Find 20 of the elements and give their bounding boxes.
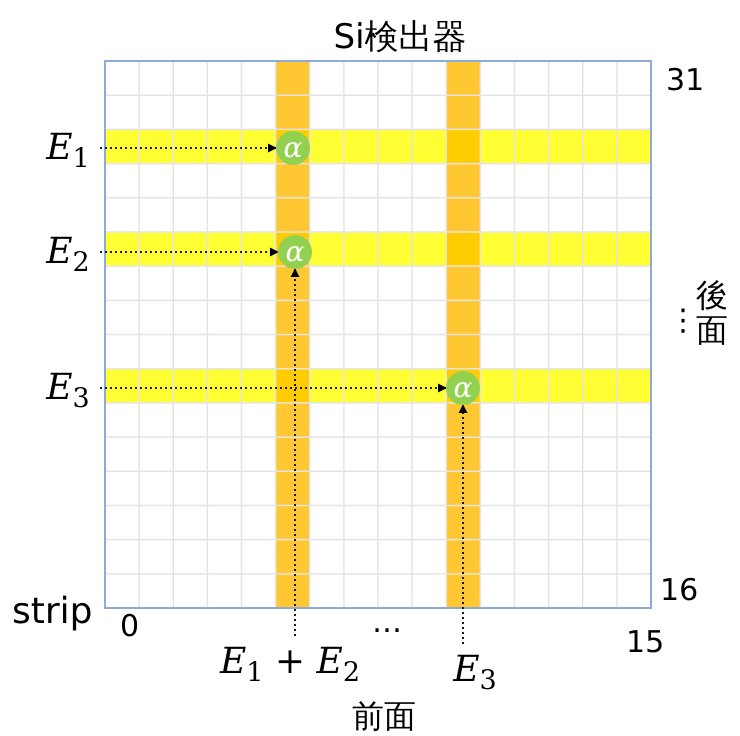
arrow <box>100 144 277 152</box>
ellipsis: ⋮ <box>668 306 698 336</box>
energy-label: E$_{2}$ <box>36 226 100 278</box>
strip-number: 16 <box>660 576 698 606</box>
strip-number: 31 <box>666 66 704 96</box>
arrow <box>290 268 300 636</box>
axis-label: 前面 <box>352 700 416 732</box>
energy-label: E$_{3}$ <box>36 362 100 414</box>
strip-number: 15 <box>626 628 664 658</box>
title: Si検出器 <box>332 20 468 54</box>
ellipsis: … <box>372 608 402 638</box>
energy-label: E$_{3}$ <box>435 644 515 696</box>
axis-label: 後面 <box>696 278 729 348</box>
energy-label: E$_{1}$ + E$_{2}$ <box>200 636 380 688</box>
strip-number: 0 <box>120 612 140 642</box>
arrow <box>458 404 468 644</box>
energy-label: E$_{1}$ <box>36 122 100 174</box>
axis-label: strip <box>12 594 93 630</box>
arrow <box>100 248 279 256</box>
arrow <box>100 384 447 392</box>
